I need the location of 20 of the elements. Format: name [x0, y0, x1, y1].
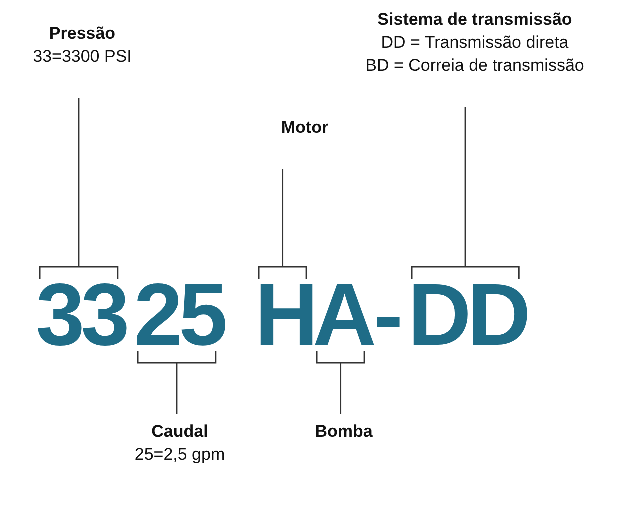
- heading-text: Bomba: [314, 421, 374, 443]
- bracket-leader-line: [316, 350, 366, 415]
- heading-text: Caudal: [150, 421, 210, 443]
- code-description: 25=2,5 gpm: [134, 444, 226, 466]
- bracket-leader-line: [411, 106, 520, 280]
- code-description: BD = Correia de transmissão: [364, 55, 586, 77]
- bracket-leader-line: [137, 350, 217, 415]
- bracket-leader-line: [39, 97, 119, 280]
- heading-text: Motor: [280, 117, 330, 139]
- code-letter: A: [313, 283, 373, 347]
- code-letter: H: [255, 283, 315, 347]
- code-digits: 25: [134, 283, 224, 347]
- bracket-leader-line: [258, 168, 308, 280]
- code-description: 33=3300 PSI: [32, 46, 133, 68]
- code-digits: 33: [36, 283, 126, 347]
- code-hyphen: -: [374, 283, 400, 347]
- heading-text: Sistema de transmissão: [376, 9, 574, 31]
- code-letters: DD: [408, 283, 528, 347]
- heading-text: Pressão: [48, 23, 117, 45]
- code-description: DD = Transmissão direta: [380, 32, 570, 54]
